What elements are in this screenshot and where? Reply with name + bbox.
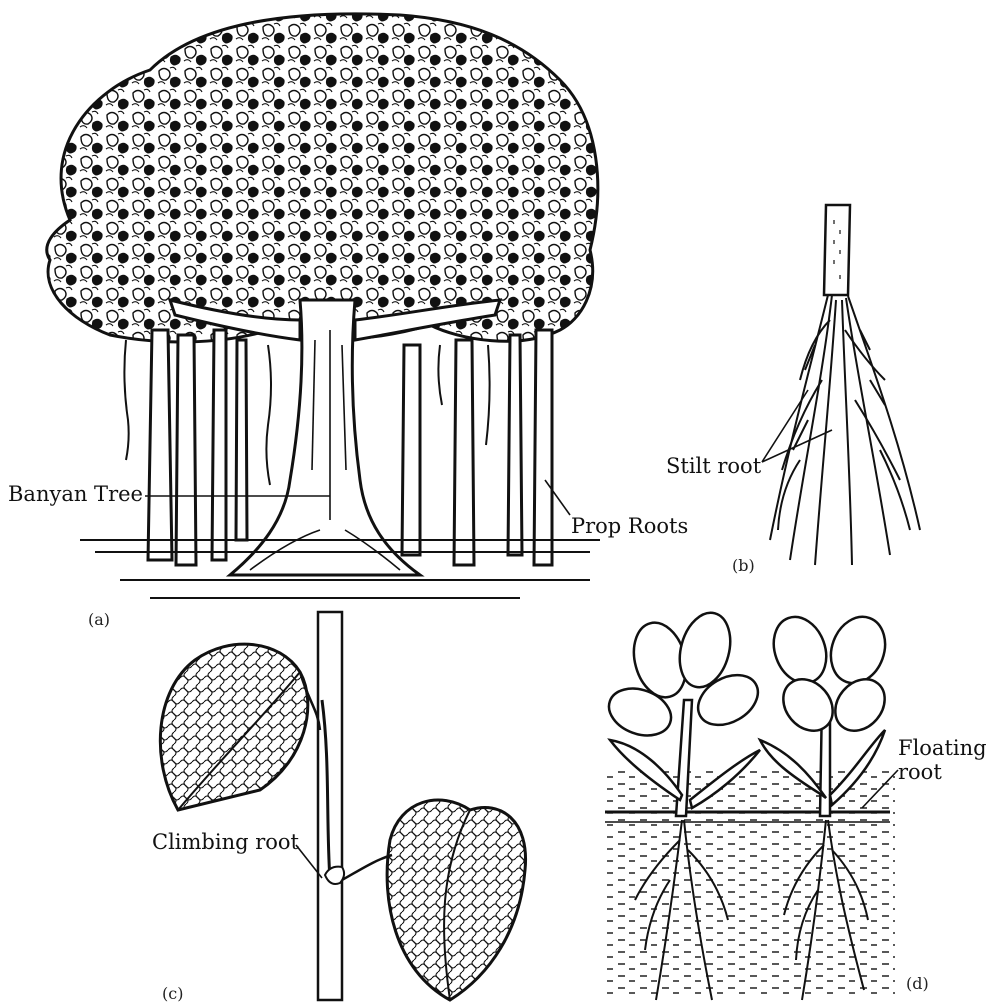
panel-tag-a: (a) — [88, 610, 110, 629]
panel-tag-b: (b) — [732, 556, 755, 575]
panel-tag-d: (d) — [906, 974, 929, 993]
stilt-stem — [824, 205, 850, 295]
support-stem — [318, 612, 342, 1000]
water-body — [605, 770, 895, 995]
heart-leaf-upper — [160, 644, 307, 810]
floating-root-label-line2: root — [898, 760, 942, 784]
banyan-tree-illustration — [47, 14, 600, 598]
climbing-root-illustration — [160, 612, 525, 1000]
banyan-trunk — [230, 300, 420, 575]
banyan-tree-label: Banyan Tree — [8, 482, 143, 506]
floating-root-label-line1: Floating — [898, 736, 987, 760]
climbing-root-label: Climbing root — [152, 830, 299, 854]
banyan-canopy — [47, 14, 598, 342]
panel-tag-c: (c) — [162, 984, 183, 1003]
stilt-root-label: Stilt root — [666, 454, 761, 478]
stilt-root-illustration — [762, 205, 920, 565]
prop-roots-label: Prop Roots — [571, 514, 688, 538]
heart-leaf-lower — [387, 800, 525, 1000]
floating-root-illustration — [602, 607, 898, 1000]
